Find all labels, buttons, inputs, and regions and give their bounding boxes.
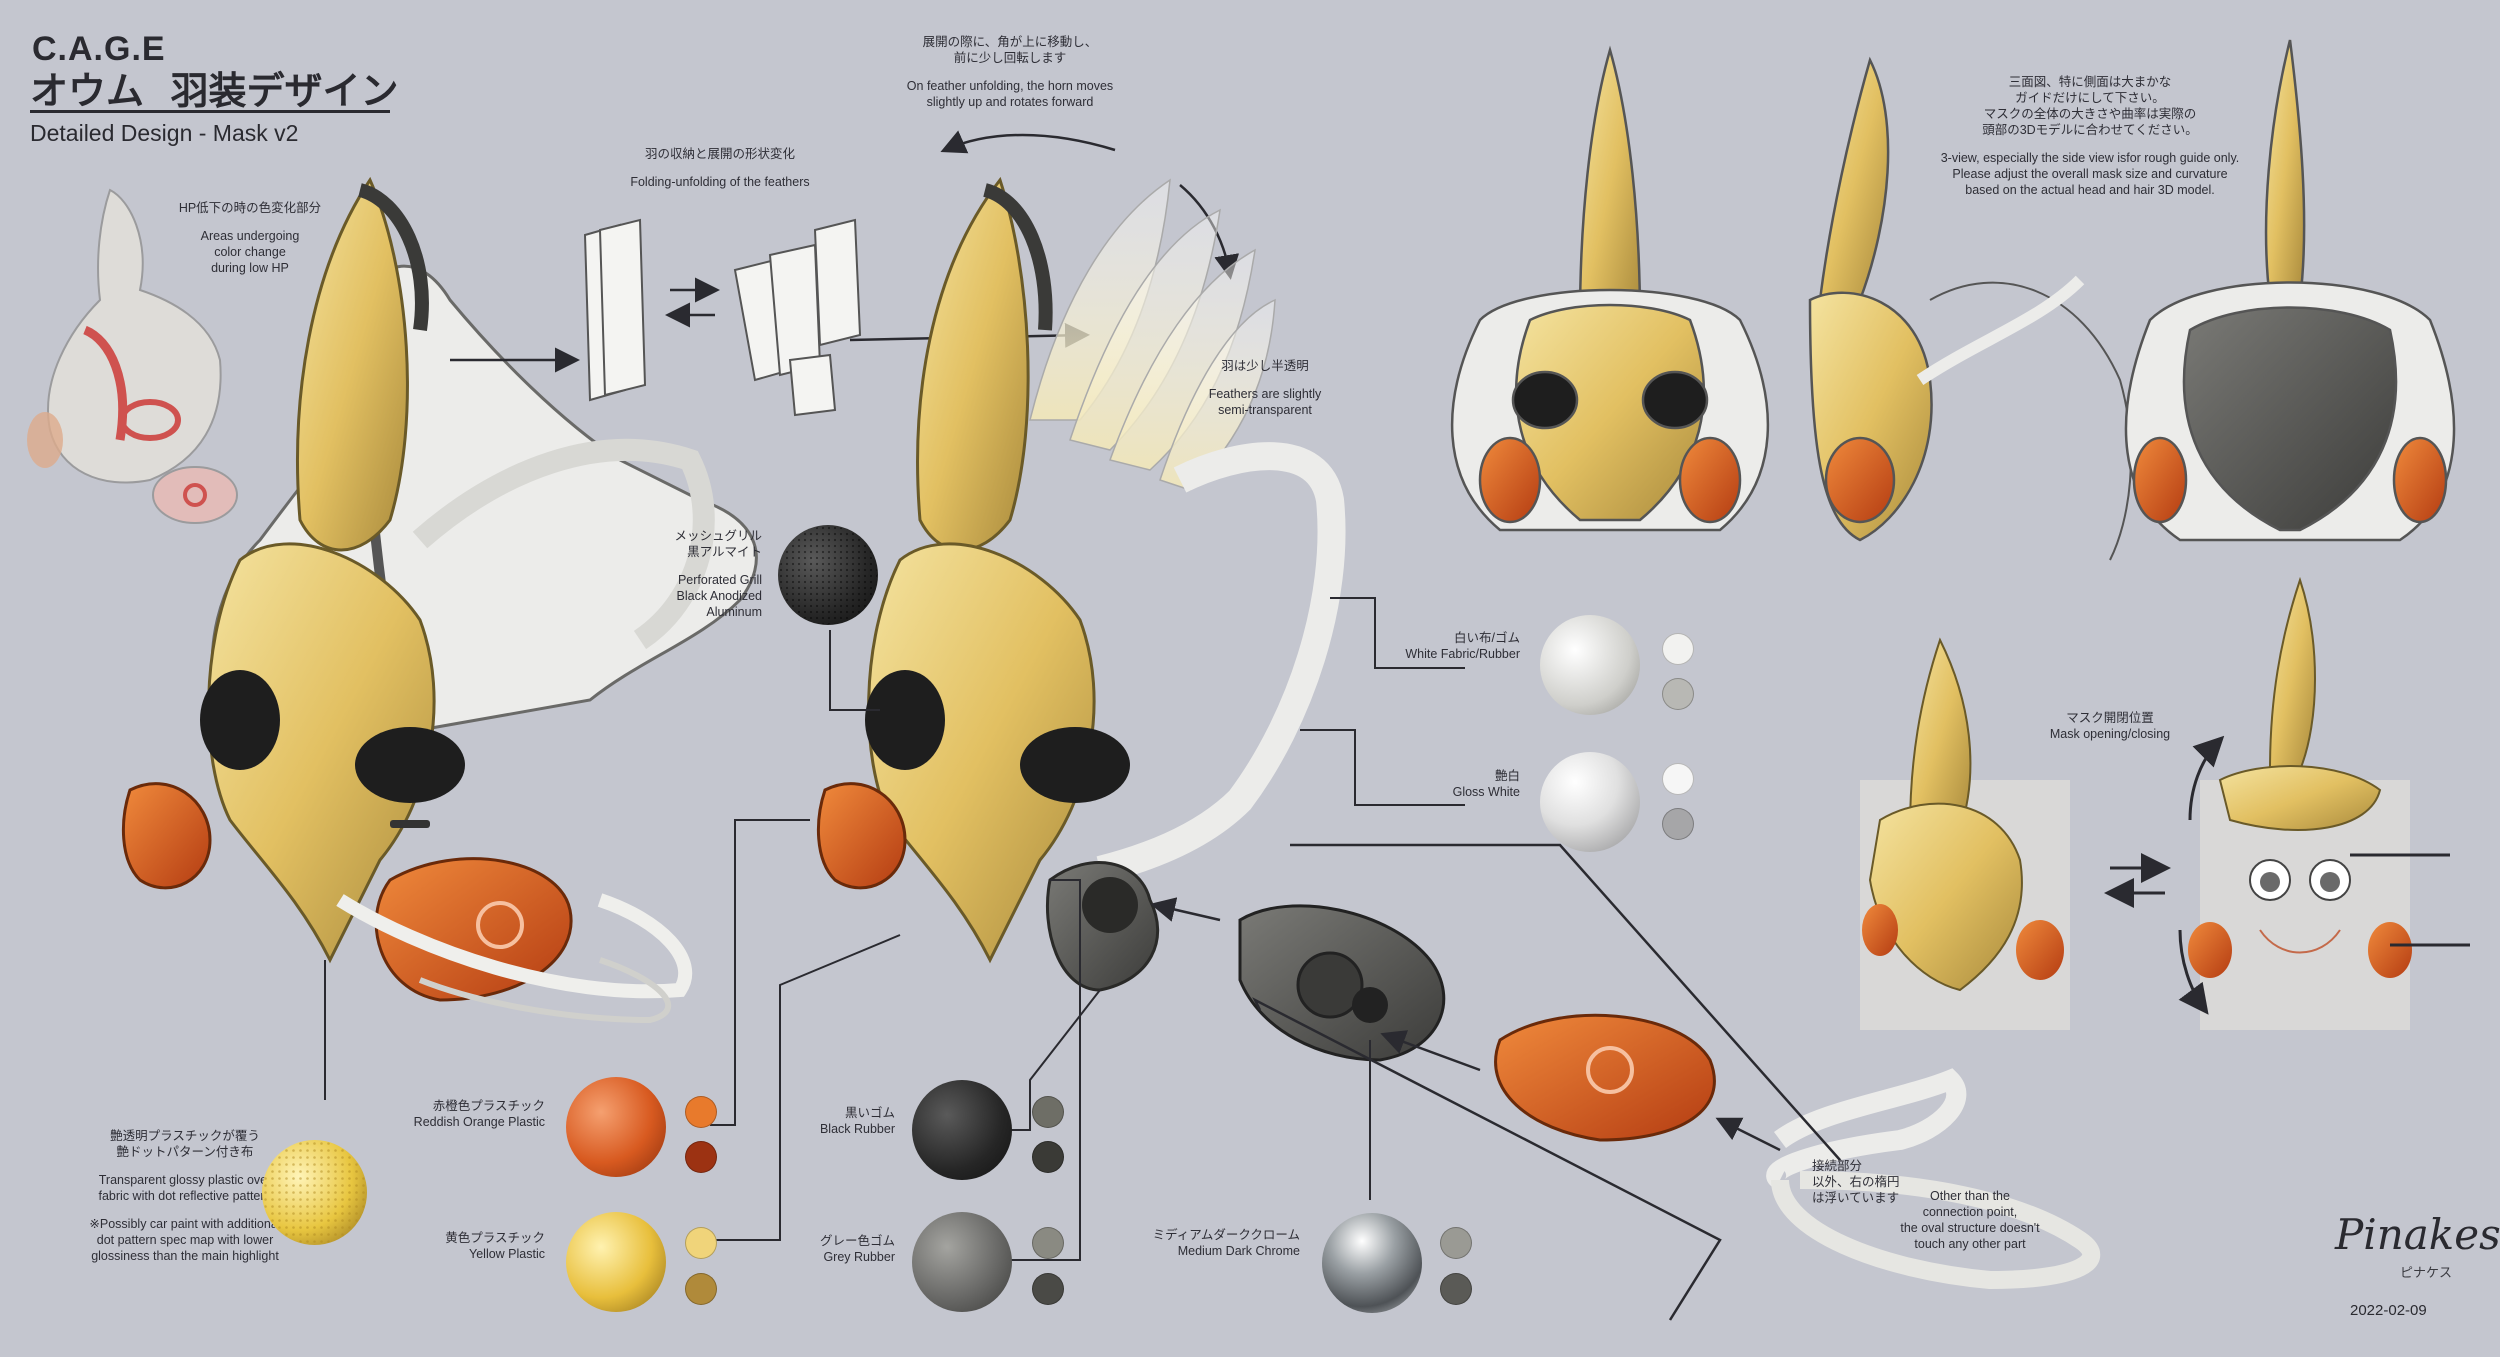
chrome-chip-light — [1440, 1227, 1472, 1259]
date: 2022-02-09 — [2350, 1302, 2427, 1319]
three-view-note: 三面図、特に側面は大まかなガイドだけにして下さい。マスクの全体の大きさや曲率は実… — [1940, 75, 2240, 197]
signature: Pinakes — [2335, 1210, 2500, 1259]
orange-chip-dark — [685, 1141, 717, 1173]
fabric-note: 艶透明プラスチックが覆う艶ドットパターン付き布 Transparent glos… — [89, 1129, 281, 1263]
black-rubber-chip-dark — [1032, 1141, 1064, 1173]
orange-swatch — [566, 1077, 666, 1177]
white-fabric-swatch — [1540, 615, 1640, 715]
grey-rubber-chip-light — [1032, 1227, 1064, 1259]
chrome-swatch — [1322, 1213, 1422, 1313]
black-rubber-swatch — [912, 1080, 1012, 1180]
gloss-white-chip-light — [1662, 763, 1694, 795]
white-fabric-chip-dark — [1662, 678, 1694, 710]
orange-chip-light — [685, 1096, 717, 1128]
mask-opening-views — [1860, 576, 2412, 1030]
signature-kana: ピナケス — [2400, 1266, 2453, 1281]
feather-fold-diagram — [583, 218, 862, 417]
connection-note-jp: 接続部分以外、右の楕円は浮いています — [1812, 1159, 1900, 1205]
page-subtitle: Detailed Design - Mask v2 — [30, 120, 299, 146]
yellow-chip-light — [685, 1227, 717, 1259]
white-fabric-chip-light — [1662, 633, 1694, 665]
three-view — [1450, 39, 2456, 561]
title-underline — [30, 110, 390, 113]
yellow-chip-dark — [685, 1273, 717, 1305]
unfold-note: 展開の際に、角が上に移動し、前に少し回転します On feather unfol… — [906, 35, 1114, 109]
exploded-parts — [1238, 904, 2101, 1290]
main-mask-center — [816, 176, 1346, 992]
gloss-white-swatch — [1540, 752, 1640, 852]
gloss-white-chip-dark — [1662, 808, 1694, 840]
grey-rubber-chip-dark — [1032, 1273, 1064, 1305]
grill-dots — [779, 526, 877, 624]
fabric-dots — [262, 1140, 367, 1245]
black-rubber-chip-light — [1032, 1096, 1064, 1128]
yellow-swatch — [566, 1212, 666, 1312]
hp-color-change-mask — [27, 188, 238, 524]
grey-rubber-swatch — [912, 1212, 1012, 1312]
brand-title: C.A.G.E — [32, 30, 166, 68]
page-title: オウム 羽装デザイン — [30, 69, 399, 113]
main-mask-left — [121, 176, 758, 1024]
chrome-chip-dark — [1440, 1273, 1472, 1305]
